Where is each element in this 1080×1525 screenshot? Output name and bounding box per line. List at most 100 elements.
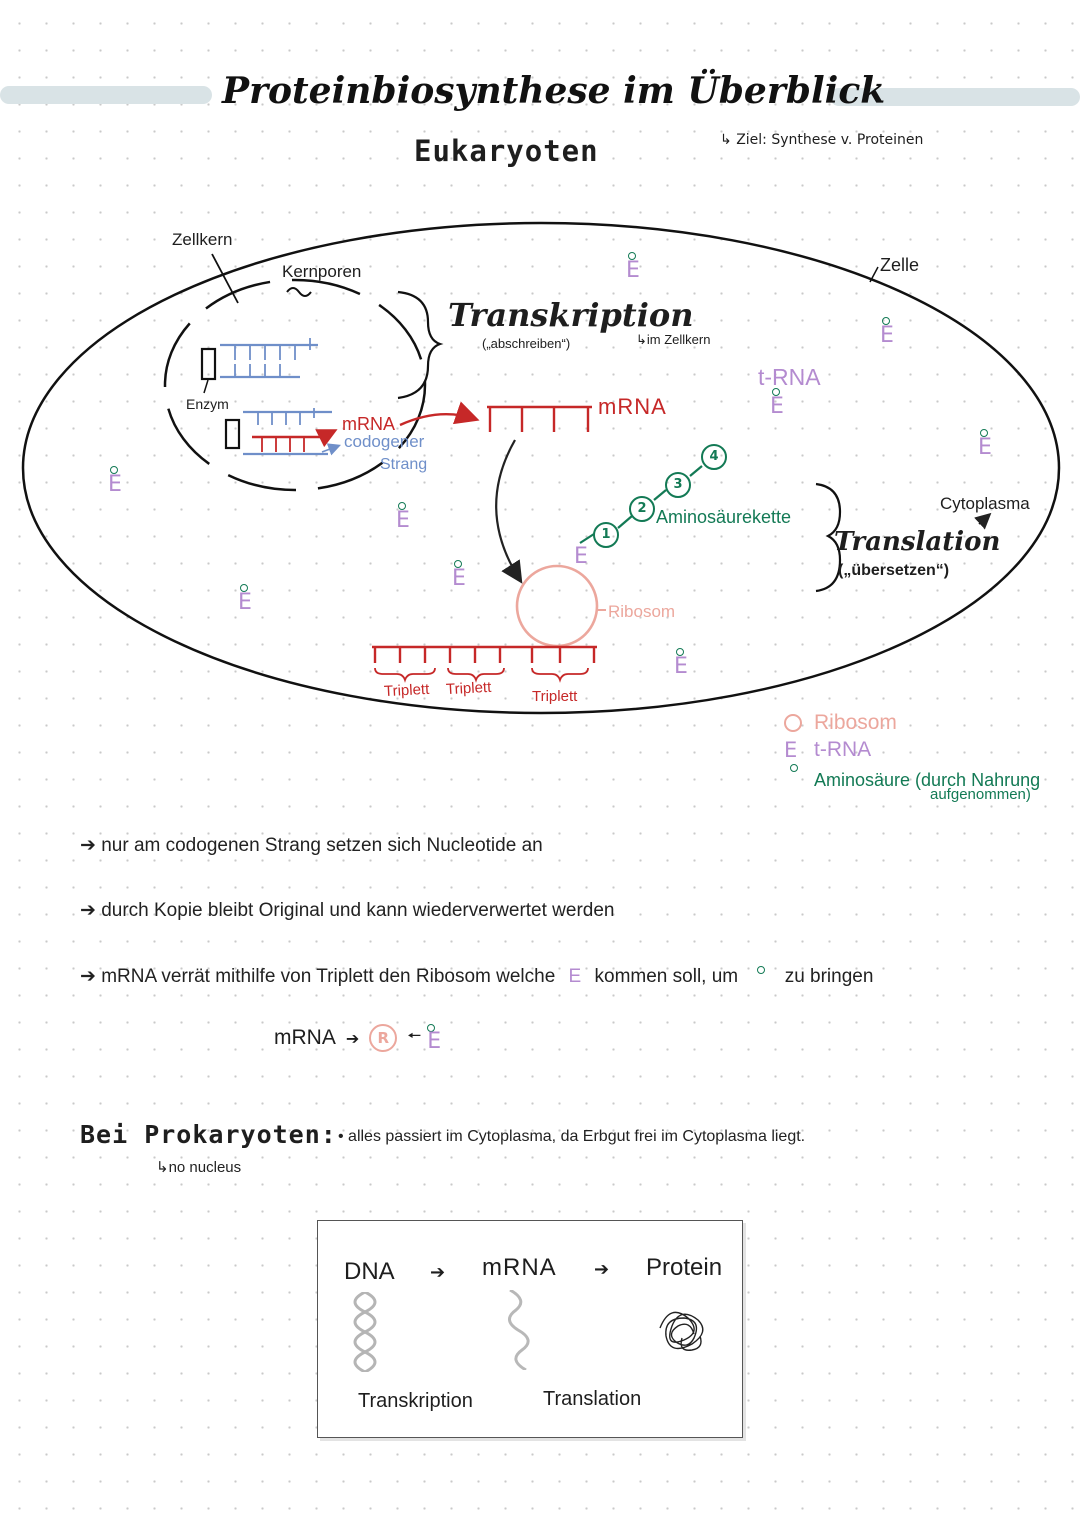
trna-symbol-6: E	[396, 502, 416, 532]
aminoacid-dot-icon	[790, 764, 798, 772]
legend-trna: E t-RNA	[784, 738, 872, 762]
note-line-3: ➔ mRNA verrät mithilfe von Triplett den …	[80, 966, 874, 987]
label-transkription-note: („abschreiben“)	[482, 336, 571, 351]
arrow-left-icon: 🠔	[407, 1025, 422, 1045]
label-triplett-1: Triplett	[383, 680, 430, 701]
aminoacid-dot-icon	[110, 466, 118, 474]
dna-helix-icon	[353, 1292, 377, 1372]
aminoacid-dot-icon	[980, 429, 988, 437]
label-im-zellkern: ↳im Zellkern	[636, 332, 711, 347]
label-mrna-big: mRNA	[598, 394, 667, 419]
aminoacid-dot-icon	[398, 502, 406, 510]
trna-symbol-1: E	[626, 252, 646, 282]
label-zellkern: Zellkern	[172, 230, 233, 249]
zelle-pointer	[869, 266, 879, 283]
return-arrow-icon: ↳	[156, 1159, 169, 1176]
arrow-right-icon: ➔	[594, 1259, 610, 1280]
enzyme-pointer	[203, 379, 209, 394]
return-arrow-icon: ↳	[720, 132, 737, 148]
title-highlight-left	[0, 86, 212, 104]
note-line-1: ➔ nur am codogenen Strang setzen sich Nu…	[80, 835, 543, 856]
flow-transkription-label: Transkription	[358, 1390, 473, 1412]
label-triplett-3: Triplett	[532, 688, 578, 705]
mrna-to-ribosome-arrow	[495, 439, 523, 584]
return-arrow-icon: ↳	[636, 332, 647, 347]
label-cytoplasma: Cytoplasma	[940, 494, 1030, 513]
aminoacid-dot-icon	[454, 560, 462, 568]
aminoacid-dot-icon	[882, 317, 890, 325]
label-zelle: Zelle	[880, 255, 920, 275]
mrna-comb-large	[487, 405, 592, 432]
label-ribosom: Ribosom	[608, 602, 676, 621]
flow-dna-label: DNA	[344, 1258, 395, 1285]
chain-to-ribosome	[579, 533, 595, 544]
triplett-braces	[374, 667, 589, 683]
label-enzym: Enzym	[186, 396, 229, 412]
prokaryoten-text: • alles passiert im Cytoplasma, da Erbgu…	[338, 1128, 806, 1145]
arrow-right-icon: ➔	[430, 1262, 446, 1283]
trna-symbol-8: E	[574, 544, 588, 569]
aminoacid-2: 2	[629, 496, 655, 522]
label-triplett-2: Triplett	[445, 678, 492, 699]
aminoacid-3: 3	[665, 472, 691, 498]
mrna-export-arrow	[399, 401, 480, 427]
flow-translation-label: Translation	[543, 1388, 642, 1410]
mrna-rungs-small	[261, 437, 305, 452]
trna-symbol-4: E	[978, 429, 998, 459]
aminoacid-dot-icon	[628, 252, 636, 260]
legend-aminosaeure: Aminosäure (durch Nahrung	[784, 764, 1040, 794]
flow-protein-label: Protein	[646, 1254, 723, 1281]
trna-symbol-3: E	[770, 388, 790, 418]
arrow-right-icon: ➔	[345, 1028, 360, 1048]
label-trna: t-RNA	[758, 364, 821, 390]
cell-outline	[21, 221, 1061, 715]
trna-symbol-2: E	[880, 317, 900, 347]
label-aminosaeurekette: Aminosäurekette	[656, 507, 792, 527]
title-highlight-right	[830, 88, 1080, 106]
bullet-icon: •	[338, 1128, 349, 1145]
transkription-brace	[397, 290, 444, 400]
legend: Ribosom E t-RNA Aminosäure (durch Nahrun…	[784, 711, 1041, 803]
arrow-right-icon: ➔	[80, 900, 102, 921]
aminoacid-dot-icon	[427, 1024, 436, 1032]
trna-symbol-5: E	[108, 466, 128, 496]
label-codogener: codogener	[344, 432, 425, 451]
ribosom-r-icon: R	[369, 1024, 398, 1052]
ribosom-icon	[784, 714, 802, 732]
page-title: Proteinbiosynthese im Überblick	[222, 70, 886, 112]
arrow-right-icon: ➔	[80, 966, 102, 987]
prokaryoten-flow-box	[317, 1220, 743, 1438]
label-mrna-small: mRNA	[342, 414, 395, 434]
page-subtitle: Eukaryoten	[414, 134, 599, 168]
mrna-arrow-small	[315, 429, 338, 448]
protein-tangle-icon	[659, 1311, 704, 1351]
aminoacid-dot-icon	[757, 966, 766, 974]
aminoacid-dot-icon	[240, 584, 248, 592]
codogen-arrow	[321, 443, 341, 456]
label-translation: Translation	[834, 527, 1001, 557]
nucleus-outline	[163, 278, 427, 492]
note-line-2: ➔ durch Kopie bleibt Original und kann w…	[80, 900, 615, 921]
trna-icon: E	[568, 966, 582, 987]
prokaryoten-sub: ↳no nucleus	[156, 1159, 242, 1176]
label-transkription: Transkription	[448, 296, 694, 334]
enzyme-box-bottom	[224, 418, 241, 450]
zellkern-pointer	[211, 253, 239, 304]
trna-icon: E	[784, 738, 798, 762]
label-kernporen: Kernporen	[282, 262, 362, 281]
mrna-strand-icon	[508, 1290, 530, 1370]
dna-rungs-top	[234, 338, 311, 377]
enzyme-box-top	[200, 347, 217, 381]
aminoacid-dot-icon	[772, 388, 780, 396]
cytoplasma-arrow	[974, 512, 992, 530]
formula: mRNA ➔ R 🠔 E	[274, 1024, 447, 1053]
ribosome-circle	[515, 564, 599, 648]
arrow-right-icon: ➔	[80, 835, 102, 856]
trna-symbol-9: E	[238, 584, 258, 614]
trna-symbol-10: E	[674, 648, 694, 678]
flow-mrna-label: mRNA	[482, 1254, 557, 1281]
aminoacid-dot-icon	[676, 648, 684, 656]
aminoacid-4: 4	[701, 444, 727, 470]
codogen-rungs	[257, 408, 315, 425]
